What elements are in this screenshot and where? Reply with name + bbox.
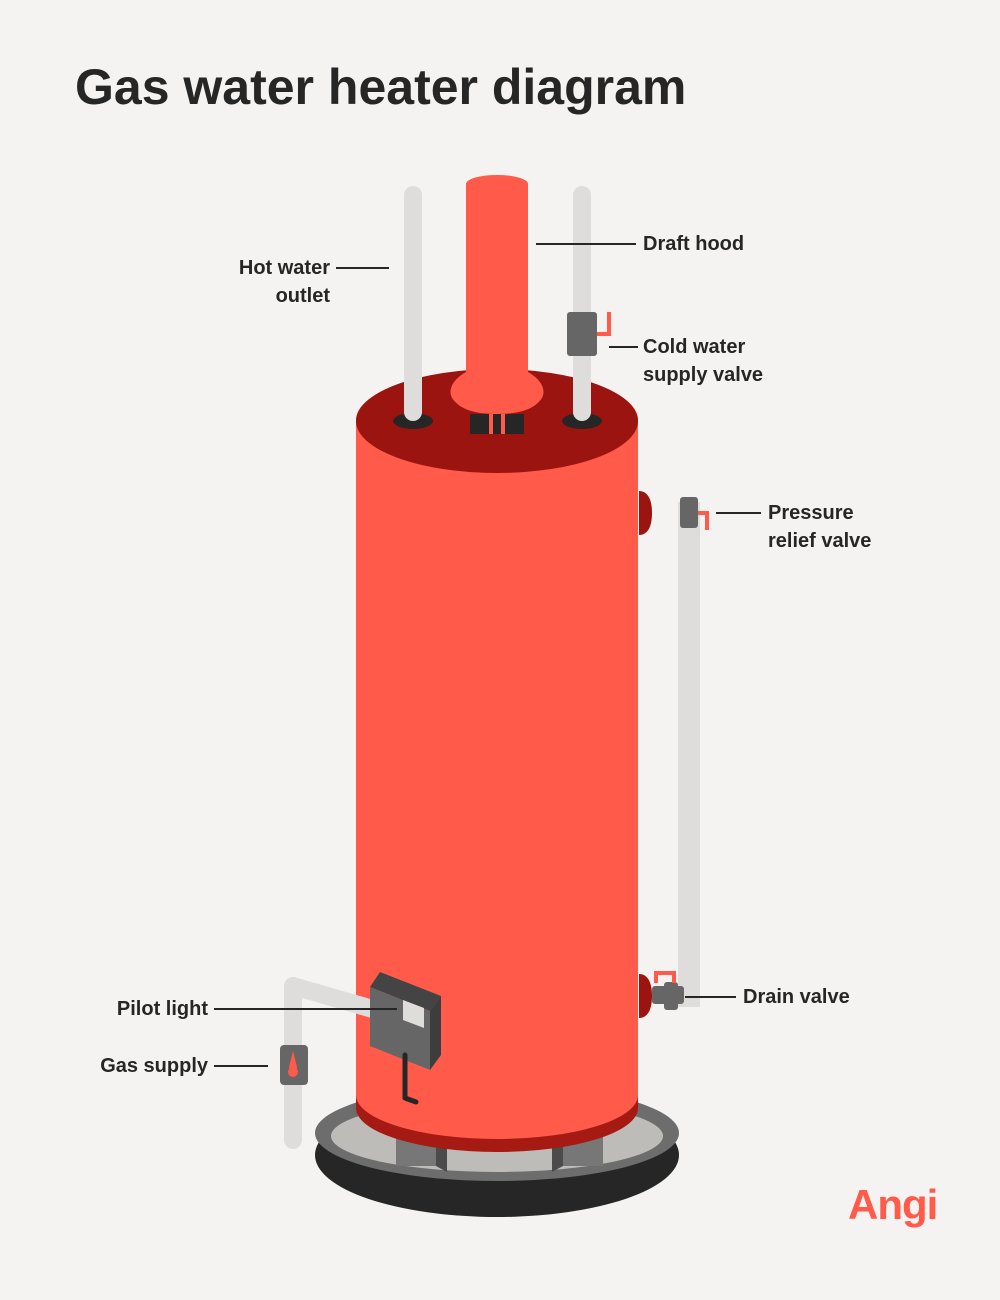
draft-hood-label: Draft hood bbox=[643, 233, 745, 255]
pressure-relief-valve bbox=[680, 497, 709, 530]
drain-valve-label: Drain valve bbox=[743, 986, 850, 1008]
cold-water-supply-valve-label-line-1: Cold water bbox=[643, 336, 746, 358]
pressure-relief-valve-label-line-2: relief valve bbox=[768, 530, 872, 552]
hot-water-outlet-label-line-2: outlet bbox=[275, 285, 330, 307]
pressure-relief-valve-label-line-1: Pressure bbox=[768, 502, 854, 524]
water-heater-tank bbox=[356, 369, 638, 1152]
hot-water-outlet-pipe bbox=[393, 186, 433, 429]
page-title: Gas water heater diagram bbox=[75, 59, 687, 115]
pilot-light-label: Pilot light bbox=[116, 998, 208, 1020]
pilot-light-control bbox=[370, 972, 441, 1105]
cold-water-supply-valve-label: Cold water supply valve bbox=[643, 333, 763, 389]
draft-hood bbox=[450, 175, 544, 434]
angi-logo: Angi bbox=[848, 1181, 938, 1228]
hot-water-outlet-label: Hot water outlet bbox=[205, 254, 330, 310]
relief-drain-pipe bbox=[639, 491, 700, 1018]
drain-valve bbox=[652, 971, 684, 1010]
gas-supply-label: Gas supply bbox=[100, 1055, 208, 1077]
gas-supply-line bbox=[280, 977, 385, 1149]
cold-water-supply-valve-label-line-2: supply valve bbox=[643, 364, 764, 386]
pressure-relief-valve-label: Pressure relief valve bbox=[768, 499, 871, 555]
hot-water-outlet-label-line-1: Hot water bbox=[238, 257, 330, 279]
label-leader-lines bbox=[214, 243, 761, 1067]
